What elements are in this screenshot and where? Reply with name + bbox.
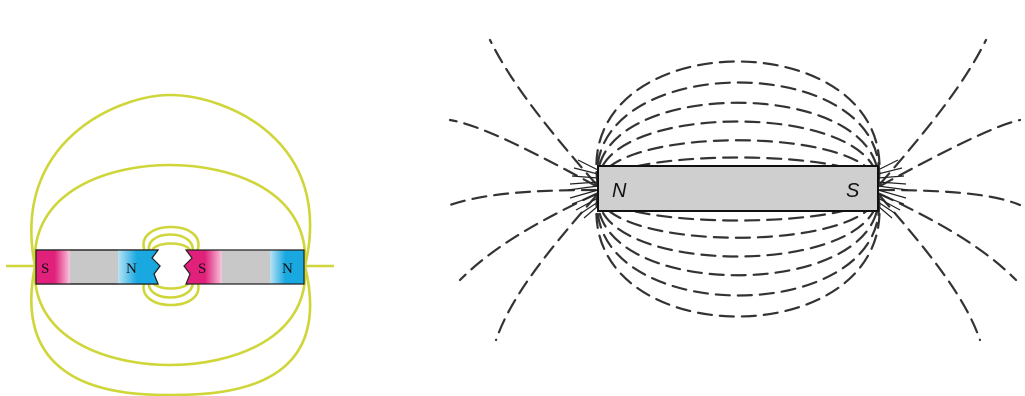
left-field-lines [6,95,334,395]
right-figure: N S [450,40,1020,340]
pole-label-s: S [846,180,860,202]
pole-label-n: N [612,180,627,202]
left-figure: S N S N [6,95,334,395]
pole-label-n-a: N [126,261,137,277]
pole-label-s-a: S [41,261,49,277]
pole-label-s-b: S [198,261,206,277]
pole-label-n-b: N [282,261,293,277]
magnet-piece-b: S N [184,250,304,284]
bar-magnet: N S [598,166,878,211]
magnet-piece-a: S N [36,250,160,284]
